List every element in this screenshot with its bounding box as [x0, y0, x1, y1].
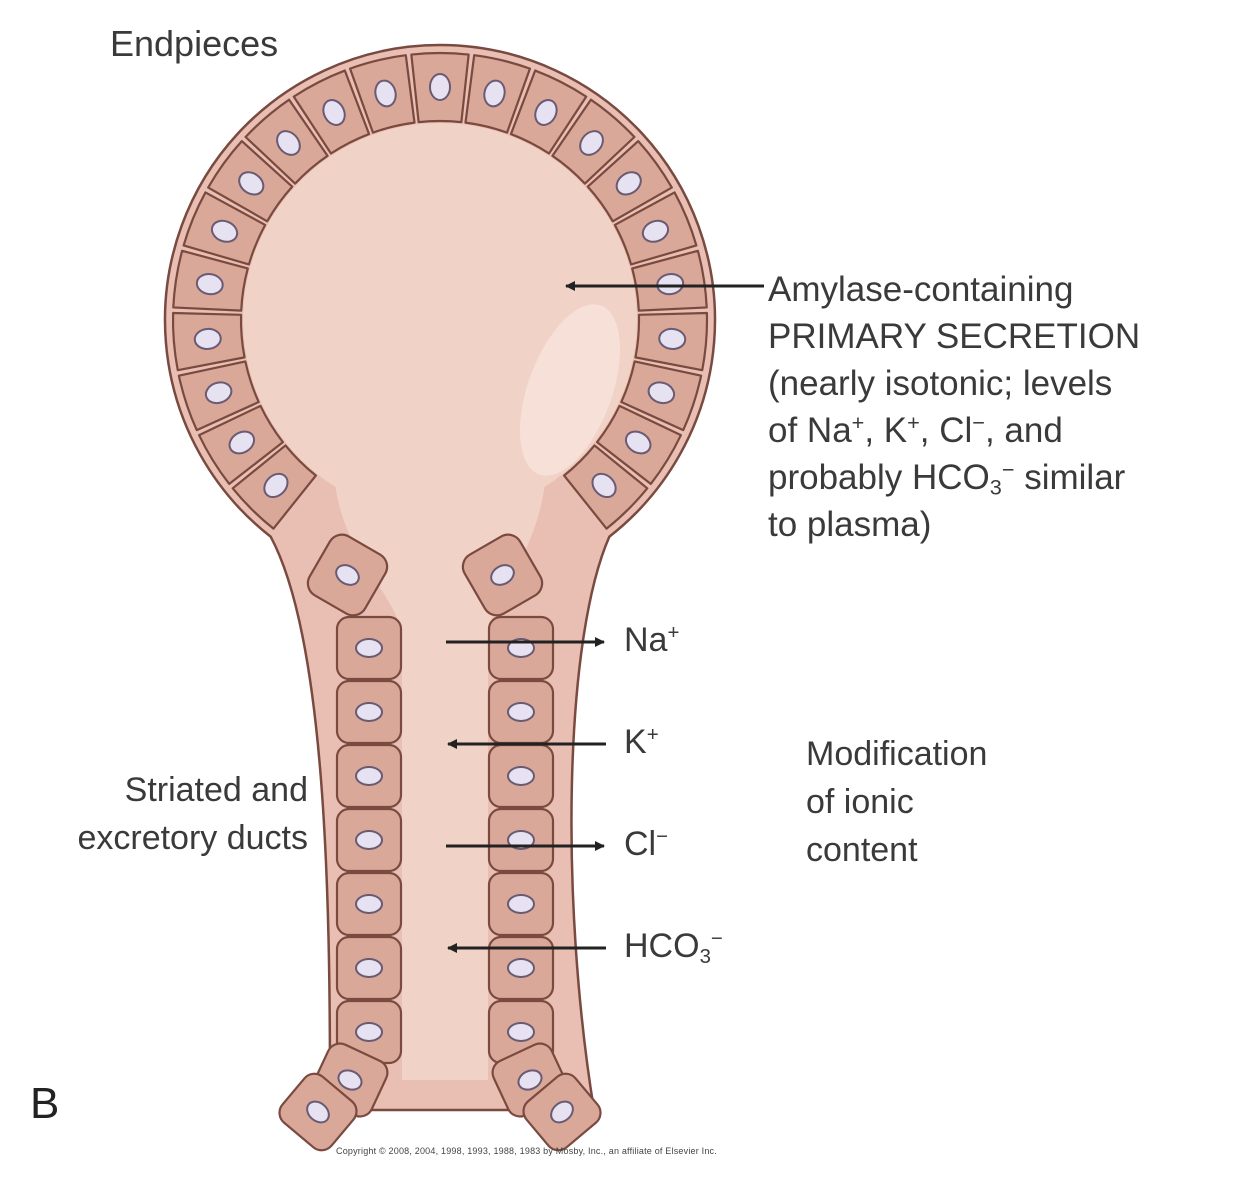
nucleus: [641, 219, 670, 243]
ion-arrows: [446, 281, 764, 953]
nucleus: [228, 430, 256, 455]
primary-secretion-line-6: to plasma): [768, 505, 932, 544]
ion-label-cl: Cl−: [624, 825, 669, 863]
ion-label-k: K+: [624, 723, 659, 761]
left-duct-cell: [335, 999, 403, 1065]
nucleus: [193, 327, 222, 350]
nucleus: [647, 381, 676, 405]
primary-secretion-line-2: PRIMARY SECRETION: [768, 317, 1141, 356]
copyright-notice: Copyright © 2008, 2004, 1998, 1993, 1988…: [336, 1146, 717, 1156]
nucleus: [579, 130, 604, 156]
nucleus: [204, 381, 233, 405]
nucleus: [374, 79, 397, 108]
modification-label: Modification of ionic content: [806, 730, 987, 874]
epithelial-cells: [171, 51, 709, 1152]
primary-secretion-label: Amylase-containing PRIMARY SECRETION (ne…: [768, 266, 1140, 548]
duct-end-cell: [522, 1072, 602, 1152]
neck-cell: [306, 533, 389, 617]
duct-end-cell: [278, 1072, 358, 1152]
nucleus: [429, 73, 451, 101]
nucleus: [615, 171, 642, 196]
right-duct-cell: [487, 615, 555, 681]
lumen: [242, 122, 637, 1080]
modification-line-1: Modification: [806, 735, 988, 773]
nucleus: [322, 99, 346, 126]
left-duct-cell: [335, 935, 403, 1001]
left-duct-cell: [335, 679, 403, 745]
ducts-line-2: excretory ducts: [77, 819, 308, 857]
panel-letter: B: [30, 1079, 60, 1128]
nucleus: [624, 430, 652, 455]
nucleus: [534, 99, 558, 126]
right-duct-cell: [487, 679, 555, 745]
nucleus: [238, 171, 265, 196]
primary-secretion-line-3: (nearly isotonic; levels: [768, 364, 1113, 403]
modification-line-3: content: [806, 831, 918, 869]
nucleus: [195, 273, 224, 296]
ion-label-hco: HCO3−: [624, 927, 723, 969]
left-duct-cell: [335, 743, 403, 809]
endpieces-label: Endpieces: [110, 23, 279, 64]
nucleus: [210, 219, 239, 243]
left-duct-cell: [335, 615, 403, 681]
right-duct-cell: [487, 743, 555, 809]
right-duct-cell: [487, 935, 555, 1001]
primary-secretion-line-4: of Na+, K+, Cl−, and: [768, 410, 1063, 450]
nucleus: [483, 79, 506, 108]
right-duct-cell: [487, 807, 555, 873]
primary-secretion-line-5: probably HCO3− similar: [768, 457, 1126, 500]
nucleus: [276, 130, 301, 156]
ducts-label: Striated and excretory ducts: [20, 766, 308, 862]
right-duct-cell: [487, 871, 555, 937]
nucleus: [591, 472, 617, 499]
left-duct-cell: [335, 807, 403, 873]
modification-line-2: of ionic: [806, 783, 914, 821]
nucleus: [658, 327, 687, 350]
neck-cell: [461, 533, 544, 617]
ion-label-na: Na+: [624, 621, 680, 659]
ducts-line-1: Striated and: [124, 771, 308, 809]
lumen-highlight: [519, 304, 621, 476]
nucleus: [263, 472, 289, 499]
primary-secretion-line-1: Amylase-containing: [768, 270, 1074, 309]
left-duct-cell: [335, 871, 403, 937]
